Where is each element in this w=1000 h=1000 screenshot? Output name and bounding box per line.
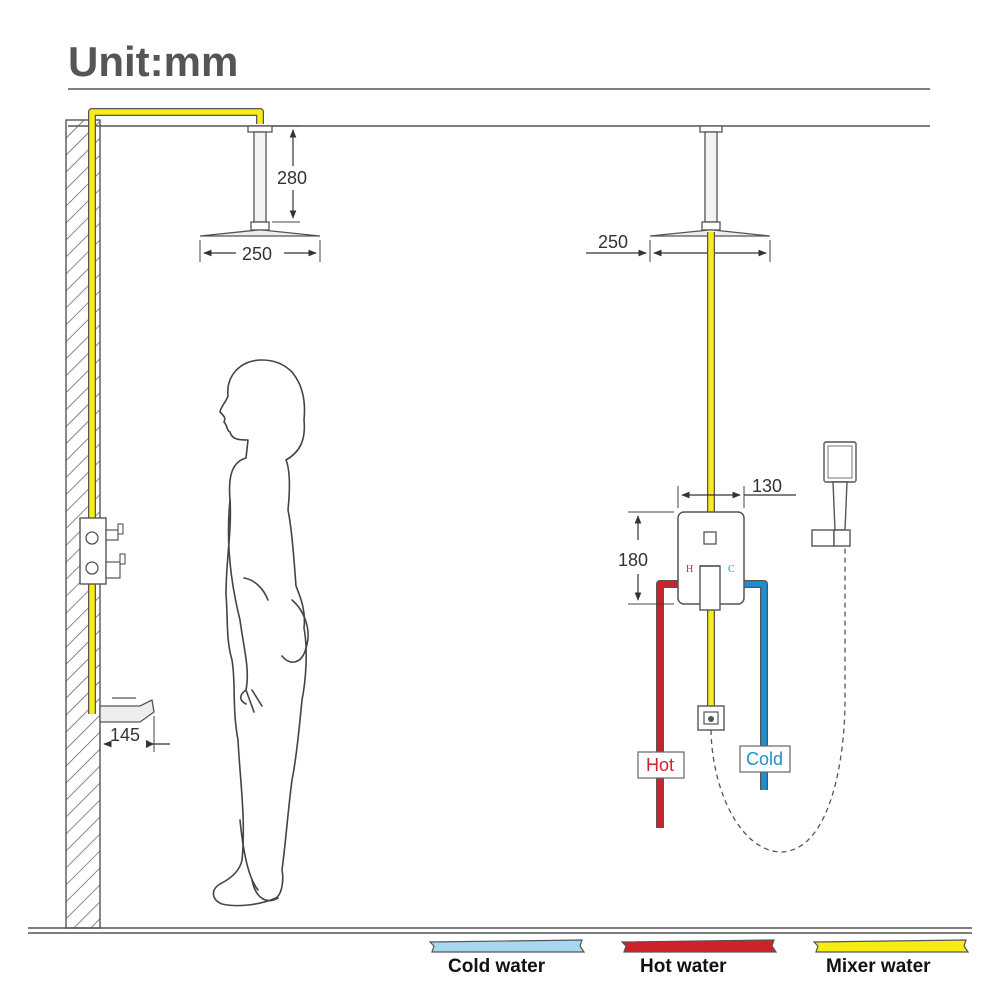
rain-arm-drop-label: 280	[277, 168, 307, 188]
right-rain-shower	[649, 125, 771, 237]
legend-label-mixer: Mixer water	[826, 956, 931, 977]
hot-pipe	[656, 580, 684, 828]
cold-pipe-fill	[740, 581, 767, 790]
legend-item-cold: Cold water	[428, 939, 586, 977]
ceiling	[68, 88, 930, 127]
left-rain-width-dimension	[199, 240, 321, 262]
legend-item-hot: Hot water	[620, 939, 778, 977]
legend-swatch-mixer	[812, 939, 970, 953]
left-rain-shower	[199, 125, 321, 237]
floor	[28, 927, 972, 934]
legend-label-cold: Cold water	[448, 956, 546, 977]
hose-outlet	[697, 705, 725, 731]
shower-hose	[710, 548, 846, 853]
hot-tag	[637, 748, 685, 779]
rain-arm-drop-dimension	[272, 125, 300, 223]
valve-cold-mark: C	[728, 564, 735, 575]
cold-label: Cold	[746, 749, 783, 769]
hot-pipe-fill	[657, 581, 684, 828]
valve-height-label: 180	[618, 550, 648, 570]
valve-width-label: 130	[752, 476, 782, 496]
unit-title: Unit:mm	[68, 38, 238, 85]
human-figure	[212, 359, 309, 907]
legend-item-mixer: Mixer water	[812, 939, 970, 977]
legend-swatch-hot	[620, 939, 778, 953]
legend: Cold water Hot water Mixer water	[428, 939, 970, 977]
cold-tag	[739, 745, 791, 773]
left-mixer-pipe	[88, 108, 264, 714]
valve-height-dimension	[628, 511, 674, 605]
left-tub-spout	[99, 697, 155, 723]
right-rain-width-label: 250	[598, 232, 628, 252]
spout-projection-dimension	[99, 716, 170, 752]
valve-plate	[677, 511, 745, 611]
spout-projection-label: 145	[110, 725, 140, 745]
valve-width-dimension	[677, 486, 796, 508]
hot-label: Hot	[646, 755, 674, 775]
left-rain-width-label: 250	[242, 244, 272, 264]
left-wall-valve	[79, 517, 126, 585]
left-mixer-pipe-fill	[89, 109, 263, 714]
hand-shower	[811, 441, 857, 547]
legend-label-hot: Hot water	[640, 956, 727, 977]
valve-hot-mark: H	[686, 564, 693, 575]
legend-swatch-cold	[428, 939, 586, 953]
